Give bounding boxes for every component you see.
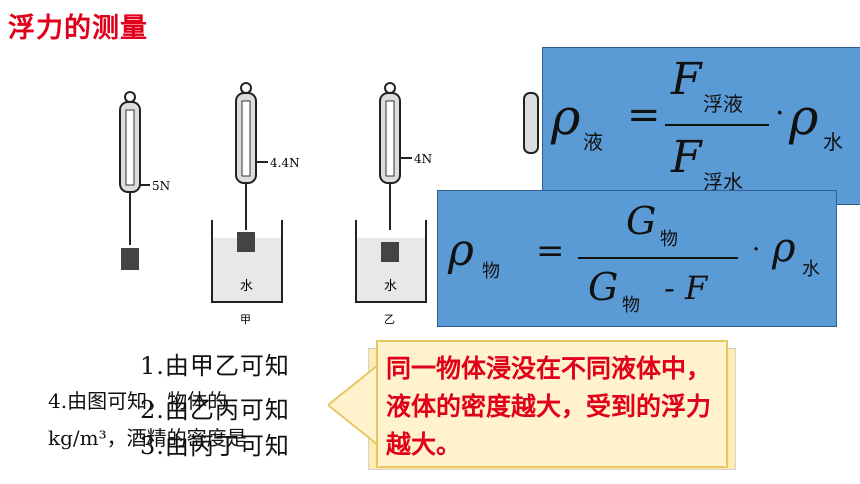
spring-scale-4 xyxy=(523,92,539,154)
spring-scale-figure: 5N 4.4N 水 甲 4N 水 乙 xyxy=(119,82,539,326)
spring-scale-3: 4N 水 乙 xyxy=(355,82,432,326)
numerator-symbol: G xyxy=(626,199,657,243)
spring-scale-2: 4.4N 水 甲 xyxy=(211,82,300,326)
rho-water-symbol: ρ xyxy=(789,88,819,146)
formula-box-liquid-density: ρ 液 = F 浮液 F 浮水 · ρ 水 xyxy=(542,47,860,205)
reading-1: 5N xyxy=(152,179,170,193)
multiply-dot: · xyxy=(775,96,785,131)
numerator-subscript: 浮液 xyxy=(703,92,743,116)
conclusion-line-1: 1.由甲乙可知 xyxy=(140,352,290,380)
label-yi: 乙 xyxy=(384,313,395,326)
reading-3: 4N xyxy=(414,152,432,166)
rho-water-subscript: 水 xyxy=(802,259,820,280)
reading-2: 4.4N xyxy=(270,156,300,170)
fraction-line xyxy=(665,124,769,126)
conclusion-line-3: 3.由丙丁可知 xyxy=(140,432,290,460)
rho-water-subscript: 水 xyxy=(823,130,843,154)
spring-scale-1: 5N xyxy=(119,91,170,270)
label-jia: 甲 xyxy=(240,313,251,326)
rho-water-symbol: ρ xyxy=(772,225,796,271)
fraction-line xyxy=(578,257,738,259)
denominator-minus-f: - F xyxy=(664,269,708,307)
denominator-subscript: 物 xyxy=(622,295,640,316)
formula-box-object-density: ρ 物 = G 物 G 物 - F · ρ 水 xyxy=(437,190,837,327)
question-4-line-b: kg/m³，酒精的密度是 xyxy=(48,426,247,450)
water-label-1: 水 xyxy=(240,279,253,294)
rho-symbol: ρ xyxy=(448,225,474,276)
denominator-symbol: F xyxy=(671,132,702,183)
conclusion-line-2: 2.由乙丙可知 xyxy=(140,396,290,424)
multiply-dot: · xyxy=(752,235,761,265)
denominator-symbol: G xyxy=(588,265,619,309)
page-title: 浮力的测量 xyxy=(8,13,148,44)
numerator-subscript: 物 xyxy=(660,229,678,250)
water-label-2: 水 xyxy=(384,279,397,294)
numerator-symbol: F xyxy=(671,54,702,105)
rho-symbol: ρ xyxy=(551,88,581,146)
equals-sign: = xyxy=(627,92,661,138)
callout-text: 同一物体浸没在不同液体中，液体的密度越大，受到的浮力越大。 xyxy=(386,354,712,459)
rho-subscript: 液 xyxy=(583,130,603,154)
callout-box xyxy=(376,340,728,468)
equals-sign: = xyxy=(536,231,565,271)
rho-subscript: 物 xyxy=(482,261,500,282)
question-4-line-a: 4.由图可知，物体的 xyxy=(48,389,228,413)
